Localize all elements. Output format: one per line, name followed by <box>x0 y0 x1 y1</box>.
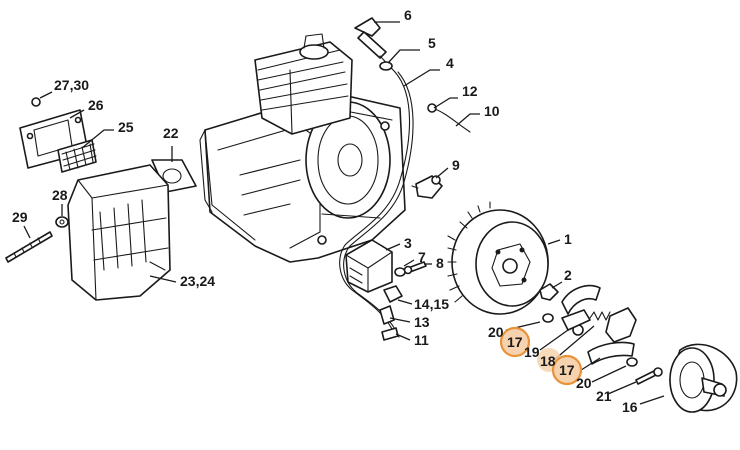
callout-7: 7 <box>418 249 426 265</box>
washer-20b <box>626 357 638 367</box>
spring-19 <box>589 311 611 321</box>
callout-18: 18 <box>540 353 556 369</box>
washer-20a <box>542 313 554 323</box>
callout-29: 29 <box>12 209 28 225</box>
callout-10: 10 <box>484 103 500 119</box>
short-circuit-wire <box>427 103 471 133</box>
washer-28 <box>55 216 69 228</box>
washer-7 <box>394 267 406 277</box>
callout-9: 9 <box>452 157 460 173</box>
callout-19: 19 <box>524 344 540 360</box>
flywheel <box>447 201 549 315</box>
callout-11: 11 <box>414 332 429 348</box>
callout-27-30: 27,30 <box>54 77 89 93</box>
callout-21: 21 <box>596 388 612 404</box>
screw-29 <box>5 231 53 263</box>
terminal-11 <box>381 327 399 341</box>
nut-14-15 <box>383 285 403 303</box>
spark-plug-boot <box>354 17 396 73</box>
callout-17b: 17 <box>559 362 575 378</box>
callout-5: 5 <box>428 35 436 51</box>
callout-20b: 20 <box>576 375 592 391</box>
clutch-shoe-lower <box>587 307 637 365</box>
clutch-carrier <box>561 309 591 331</box>
grommet <box>379 61 393 71</box>
clutch-drum <box>669 343 738 413</box>
callout-14-15: 14,15 <box>414 296 449 312</box>
clutch-shoe-upper <box>561 284 601 336</box>
callout-26: 26 <box>88 97 104 113</box>
ignition-lead <box>339 71 414 338</box>
screw-21 <box>635 367 663 385</box>
engine-housing <box>199 33 406 263</box>
screw-27-30 <box>31 97 41 107</box>
callout-1: 1 <box>564 231 572 247</box>
callout-3: 3 <box>404 235 412 251</box>
callout-23-24: 23,24 <box>180 273 215 289</box>
spark-arrestor-screen <box>57 139 97 173</box>
callout-labels: 6 5 4 12 10 27,30 26 25 22 9 28 29 3 7 8… <box>12 7 638 415</box>
callout-4: 4 <box>446 55 454 71</box>
callout-13: 13 <box>414 314 430 330</box>
highlight-ring-17a <box>499 326 531 358</box>
callout-16: 16 <box>622 399 638 415</box>
callout-2: 2 <box>564 267 572 283</box>
callout-8: 8 <box>436 255 444 271</box>
nut-2 <box>539 283 559 301</box>
callout-25: 25 <box>118 119 134 135</box>
callout-17a: 17 <box>507 334 523 350</box>
muffler <box>67 164 171 301</box>
callout-6: 6 <box>404 7 412 23</box>
callout-20a: 20 <box>488 324 504 340</box>
screw-8 <box>403 261 427 275</box>
ignition-module <box>345 239 393 293</box>
callout-12: 12 <box>462 83 478 99</box>
bracket-9 <box>411 175 443 199</box>
highlight-ring-17b <box>551 354 583 386</box>
clip-13 <box>379 305 395 325</box>
callout-28: 28 <box>52 187 68 203</box>
callout-22: 22 <box>163 125 179 141</box>
